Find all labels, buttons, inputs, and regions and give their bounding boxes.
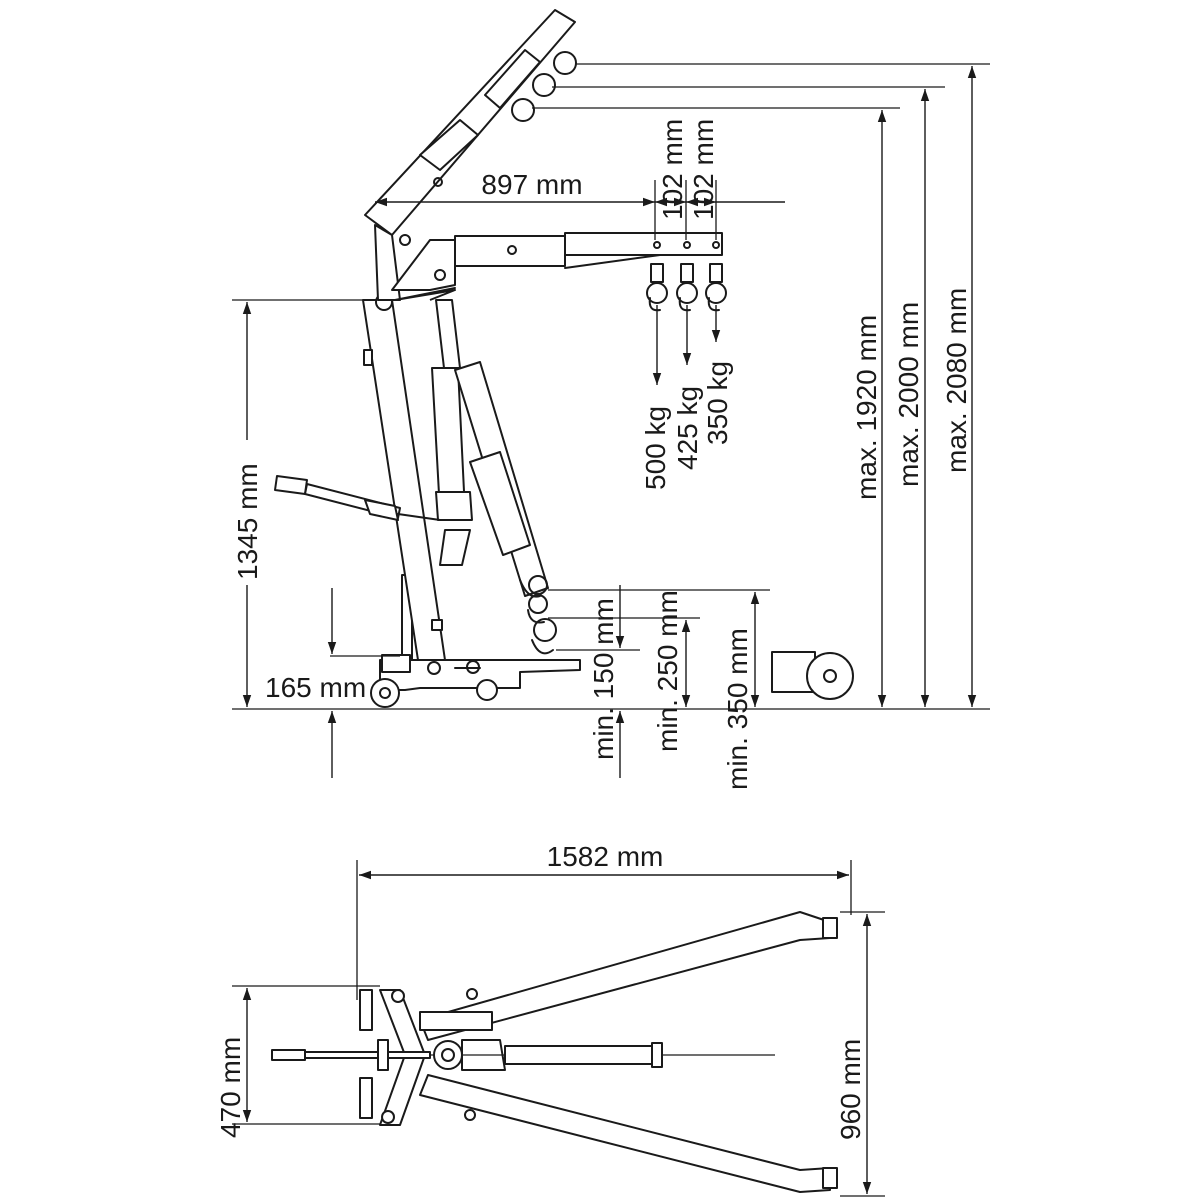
label-load-3: 350 kg	[702, 361, 733, 445]
hook-positions	[646, 263, 727, 385]
hook-1	[646, 263, 668, 312]
hook-2	[676, 263, 698, 312]
folded-leg	[454, 361, 557, 655]
label-min-1: min. 150 mm	[588, 598, 619, 760]
hydraulic-cylinder	[431, 299, 473, 566]
label-clearance: 165 mm	[265, 672, 366, 703]
horizontal-boom	[391, 232, 723, 301]
label-min-3: min. 350 mm	[722, 628, 753, 790]
label-height-2: max. 2000 mm	[893, 302, 924, 487]
side-view: 897 mm 102 mm 102 mm 500 kg 425 kg 350 k…	[232, 9, 990, 790]
upper-boom	[364, 9, 577, 301]
label-outer-width: 960 mm	[835, 1039, 866, 1140]
label-load-1: 500 kg	[640, 406, 671, 490]
top-view: 1582 mm 470 mm 960 mm	[215, 841, 885, 1197]
label-inner-width: 470 mm	[215, 1037, 246, 1138]
label-height-3: max. 2080 mm	[941, 288, 972, 473]
label-load-2: 425 kg	[672, 386, 703, 470]
front-wheel-detail	[771, 651, 854, 700]
hook-3	[705, 263, 727, 312]
label-length: 1582 mm	[547, 841, 664, 872]
top-leg-upper	[419, 911, 838, 1041]
top-leg-lower	[419, 1074, 838, 1193]
label-height-1: max. 1920 mm	[851, 315, 882, 500]
label-min-2: min. 250 mm	[652, 590, 683, 752]
pump-handle	[274, 475, 441, 521]
top-boom	[271, 988, 775, 1121]
label-reach: 897 mm	[481, 169, 582, 200]
label-leg-height: 1345 mm	[232, 463, 263, 580]
label-step-2: 102 mm	[688, 119, 719, 220]
label-step-1: 102 mm	[657, 119, 688, 220]
